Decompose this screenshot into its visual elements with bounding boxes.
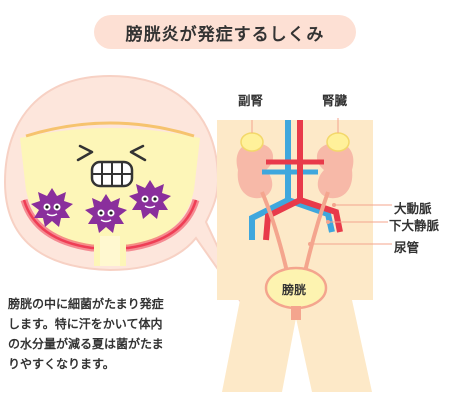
- caption-line: 膀胱の中に細菌がたまり発症: [8, 297, 164, 311]
- diagram-title: 膀胱炎が発症するしくみ: [94, 15, 356, 49]
- label-aorta: 大動脈: [394, 201, 432, 216]
- label-kidney: 腎臓: [322, 93, 348, 108]
- bacteria-icon: [31, 188, 73, 227]
- bladder-organ: [264, 266, 328, 320]
- label-leader-lines: [251, 118, 392, 245]
- label-vena-cava: 下大静脈: [389, 218, 440, 233]
- label-adrenal: 副腎: [238, 93, 264, 108]
- caption-line: します。特に汗をかいて体内: [8, 317, 163, 331]
- caption-line: の水分量が減る夏は菌がたま: [8, 337, 164, 351]
- left-kidney: [236, 142, 274, 199]
- label-ureter: 尿管: [394, 240, 420, 255]
- left-adrenal-gland: [240, 132, 264, 152]
- caption-line: りやすくなります。: [8, 357, 115, 371]
- right-kidney: [316, 142, 354, 199]
- aorta: [263, 120, 343, 241]
- label-bladder: 膀胱: [282, 283, 307, 297]
- explanation-text: 膀胱の中に細菌がたまり発症 します。特に汗をかいて体内 の水分量が減る夏は菌がた…: [8, 294, 243, 374]
- bacteria-icon: [85, 194, 127, 233]
- angry-face-icon: [76, 144, 147, 188]
- bacteria-icon: [129, 180, 171, 219]
- leader-dots: [308, 203, 336, 246]
- right-adrenal-gland: [326, 132, 350, 152]
